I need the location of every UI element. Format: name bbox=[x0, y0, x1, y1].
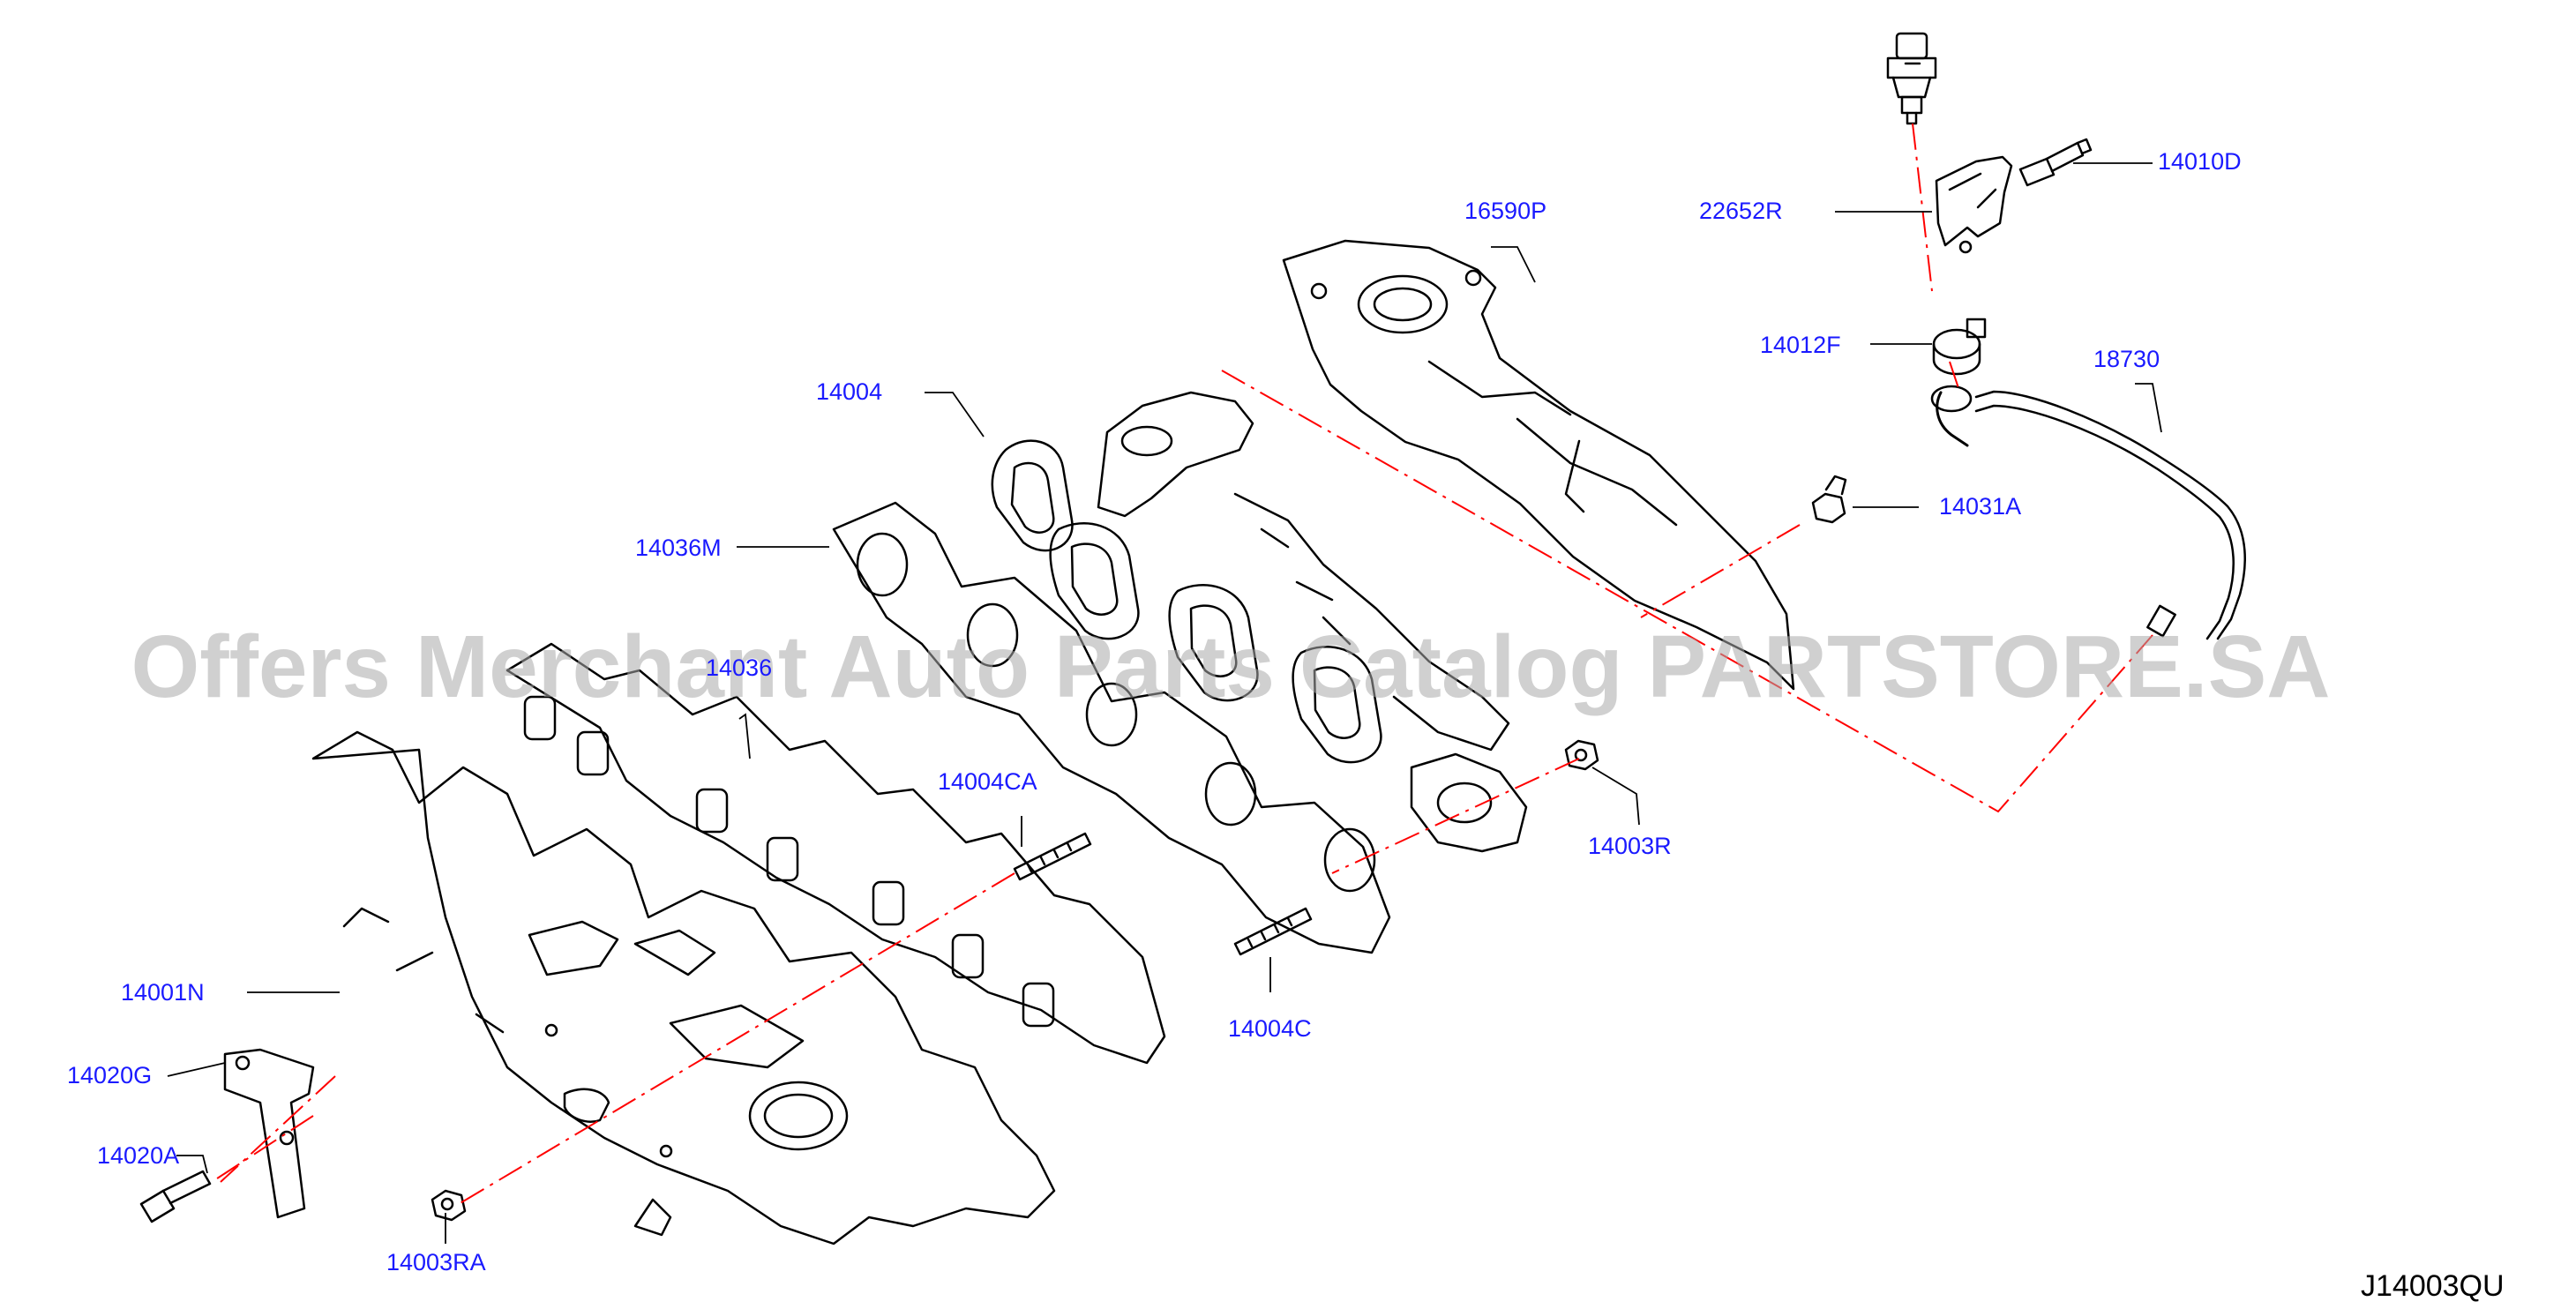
stud-14004c bbox=[1233, 907, 1313, 956]
callout-18730[interactable]: 18730 bbox=[2093, 346, 2160, 372]
callout-14004c[interactable]: 14004C bbox=[1228, 1015, 1312, 1042]
callout-14003ra[interactable]: 14003RA bbox=[386, 1249, 486, 1275]
sensor-bracket bbox=[1935, 155, 2013, 254]
alignment-lines bbox=[211, 123, 2153, 1205]
lower-manifold bbox=[311, 730, 1056, 1245]
callout-14020g[interactable]: 14020G bbox=[67, 1062, 153, 1088]
exhaust-manifold bbox=[991, 391, 1528, 853]
hose-clamp bbox=[1932, 318, 1987, 376]
callout-14003r[interactable]: 14003R bbox=[1588, 833, 1672, 859]
intake-gasket bbox=[505, 642, 1166, 1065]
exhaust-gasket bbox=[832, 501, 1391, 954]
bolt-14010d bbox=[2018, 138, 2093, 187]
callout-14001n[interactable]: 14001N bbox=[121, 979, 205, 1006]
callout-22652r[interactable]: 22652R bbox=[1699, 198, 1783, 224]
heat-shield bbox=[1282, 239, 1795, 691]
callout-14004ca[interactable]: 14004CA bbox=[938, 768, 1037, 795]
nut-14003ra bbox=[431, 1189, 467, 1222]
stud-14004ca bbox=[1013, 832, 1092, 881]
callout-14012f[interactable]: 14012F bbox=[1760, 332, 1841, 358]
callout-14004[interactable]: 14004 bbox=[816, 378, 883, 405]
callout-leaders bbox=[167, 162, 2162, 1244]
callout-14010d[interactable]: 14010D bbox=[2158, 148, 2242, 175]
callout-14036[interactable]: 14036 bbox=[706, 654, 773, 681]
callout-14020a[interactable]: 14020A bbox=[97, 1142, 180, 1169]
nut-14003r bbox=[1564, 739, 1599, 771]
bolt-14020a bbox=[139, 1170, 212, 1223]
pressure-sensor bbox=[1886, 32, 1937, 125]
watermark: Offers Merchant Auto Parts Catalog PARTS… bbox=[131, 617, 2331, 716]
support-bracket bbox=[223, 1048, 315, 1219]
sensor-pipe bbox=[1930, 385, 2246, 640]
callout-16590p[interactable]: 16590P bbox=[1464, 198, 1547, 224]
bolt-14031a bbox=[1811, 475, 1847, 524]
callout-14031a[interactable]: 14031A bbox=[1939, 493, 2022, 520]
diagram-code: J14003QU bbox=[2361, 1269, 2505, 1303]
callout-14036m[interactable]: 14036M bbox=[635, 535, 722, 561]
